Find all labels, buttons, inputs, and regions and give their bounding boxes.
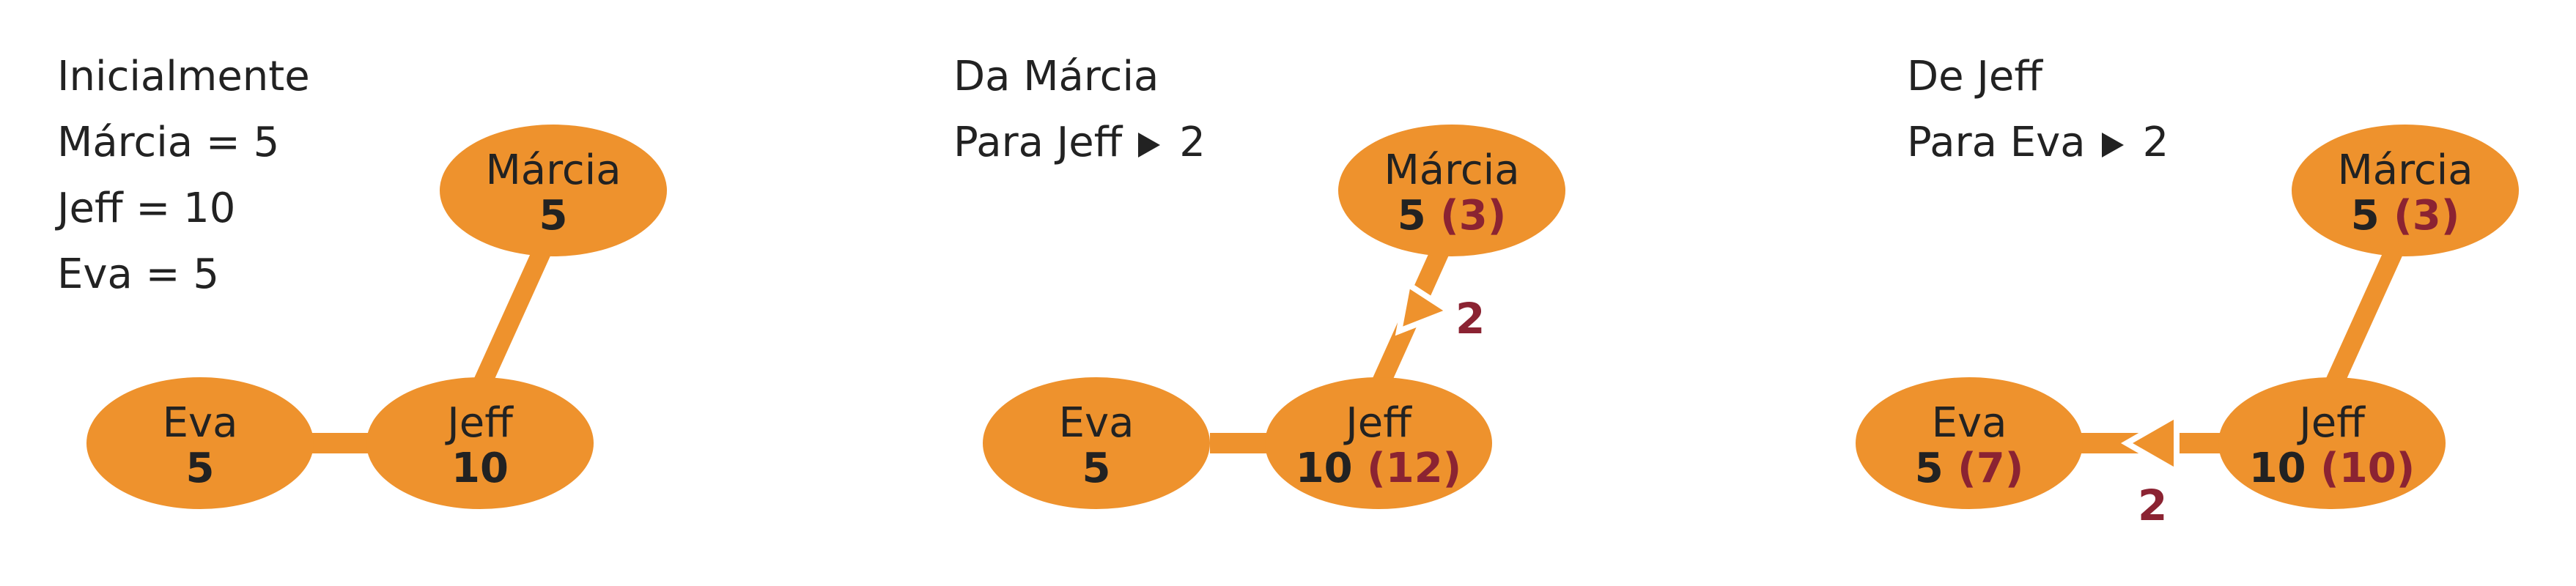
node-marcia: Márcia 5 <box>440 125 667 256</box>
node-eva: Eva 5 (7) <box>1856 377 2083 509</box>
arrowhead-icon <box>1395 279 1456 336</box>
node-name: Márcia <box>1384 146 1520 194</box>
caption: Inicialmente Márcia = 5 Jeff = 10 Eva = … <box>57 44 310 308</box>
node-value: 5 (3) <box>2350 192 2460 240</box>
node-name: Jeff <box>1346 399 1411 447</box>
play-triangle-icon <box>2101 133 2124 157</box>
node-value: 5 (3) <box>1397 192 1507 240</box>
caption-to: Para Eva 2 <box>1907 110 2169 176</box>
node-new-value: (7) <box>1957 445 2024 492</box>
panel-transfer-marcia-jeff: Da Márcia Para Jeff 2 Márcia 5 (3) Jeff 1… <box>858 0 1716 586</box>
node-new-value: (12) <box>1367 445 1462 492</box>
node-eva: Eva 5 <box>86 377 314 509</box>
caption: Da Márcia Para Jeff 2 <box>953 44 1206 176</box>
edge-jeff-marcia <box>471 230 558 393</box>
node-marcia: Márcia 5 (3) <box>1338 125 1565 256</box>
caption-to-label: Para Jeff <box>953 119 1123 166</box>
caption: De Jeff Para Eva 2 <box>1907 44 2169 176</box>
play-triangle-icon <box>1138 133 1161 157</box>
edge-jeff-marcia <box>2323 230 2410 393</box>
panel-initial: Inicialmente Márcia = 5 Jeff = 10 Eva = … <box>0 0 858 586</box>
node-marcia: Márcia 5 (3) <box>2292 125 2519 256</box>
edges-layer <box>308 230 558 453</box>
node-value: 5 <box>539 192 568 240</box>
arrowhead-icon <box>2120 409 2180 477</box>
node-name: Eva <box>1058 399 1134 447</box>
node-value: 5 <box>1082 445 1111 492</box>
caption-title: Inicialmente <box>57 53 310 100</box>
panel-transfer-jeff-eva: De Jeff Para Eva 2 Márcia 5 (3) Jeff 10 (… <box>1716 0 2575 586</box>
node-value: 5 <box>185 445 215 492</box>
node-value: 10 <box>451 445 509 492</box>
transfer-amount: 2 <box>1455 294 1486 344</box>
node-value: 10 (10) <box>2248 445 2416 492</box>
caption-marcia: Márcia = 5 <box>57 119 280 166</box>
node-name: Eva <box>162 399 238 447</box>
edges-layer <box>2068 230 2410 477</box>
node-jeff: Jeff 10 <box>366 377 594 509</box>
node-name: Márcia <box>2337 146 2473 194</box>
node-new-value: (10) <box>2320 445 2416 492</box>
caption-to: Para Jeff 2 <box>953 110 1206 176</box>
caption-to-label: Para Eva <box>1907 119 2086 166</box>
caption-jeff: Jeff = 10 <box>57 185 236 232</box>
caption-from: Da Márcia <box>953 53 1159 100</box>
node-value: 5 (7) <box>1914 445 2024 492</box>
node-name: Jeff <box>2299 399 2365 447</box>
caption-amount: 2 <box>1179 119 1206 166</box>
node-eva: Eva 5 <box>983 377 1210 509</box>
transfer-amount: 2 <box>2138 481 2168 530</box>
caption-amount: 2 <box>2142 119 2169 166</box>
node-jeff: Jeff 10 (12) <box>1265 377 1492 509</box>
node-name: Jeff <box>447 399 513 447</box>
node-name: Márcia <box>485 146 621 194</box>
node-value: 10 (12) <box>1295 445 1462 492</box>
node-new-value: (3) <box>2394 192 2460 240</box>
node-name: Eva <box>1931 399 2007 447</box>
node-new-value: (3) <box>1440 192 1507 240</box>
caption-eva: Eva = 5 <box>57 251 219 298</box>
node-jeff: Jeff 10 (10) <box>2218 377 2446 509</box>
caption-from: De Jeff <box>1907 53 2042 100</box>
